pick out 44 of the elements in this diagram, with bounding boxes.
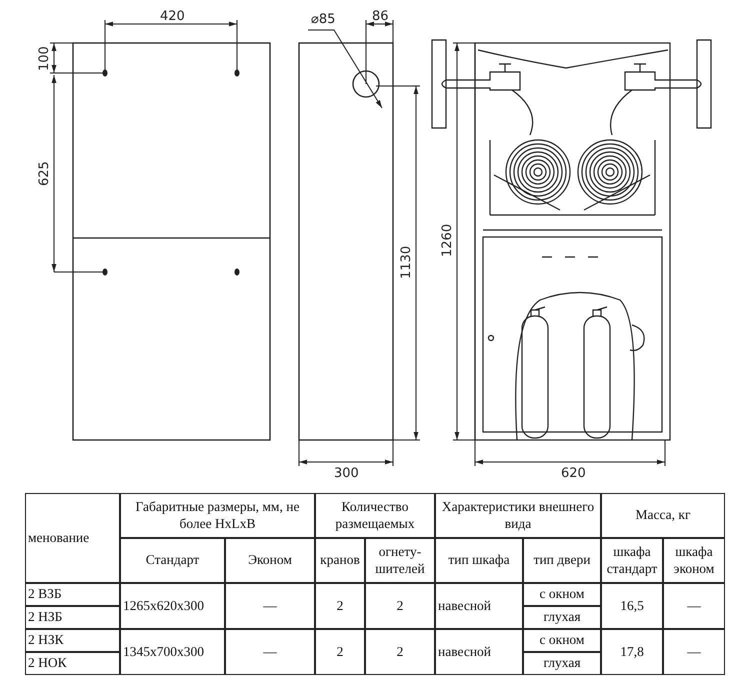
table-header-cell: Габаритные размеры, мм, не более HxLxB [120,493,315,538]
dimension-label: 620 [561,467,586,480]
dimension-label: 1130 [400,245,413,278]
dimension-label: 300 [334,467,359,480]
table-cell: — [663,629,725,675]
table-cell: 16,5 [601,583,663,629]
table-cell: с окном [523,629,601,652]
dimension-label: 86 [372,10,389,23]
table-cell: навесной [435,583,523,629]
table-header-cell: огнету- шителей [365,538,435,583]
table-cell: 2 [315,629,365,675]
table-cell: навесной [435,629,523,675]
table-cell: 1265x620x300 [120,583,225,629]
table-cell: 17,8 [601,629,663,675]
table-cell: 2 [365,629,435,675]
table-cell: 2 [315,583,365,629]
table-header-cell: шкафа эконом [663,538,725,583]
table-header-cell: менование [25,493,120,583]
table-header-cell: Масса, кг [601,493,725,538]
table-header-cell: Характеристики внешнего вида [435,493,601,538]
table-header-cell: Эконом [225,538,315,583]
dimension-label: ⌀85 [311,13,336,26]
dimension-label: 625 [38,160,51,186]
table-cell: 2 НЗБ [25,606,120,629]
table-cell: — [225,629,315,675]
table-cell: с окном [523,583,601,606]
table-header-cell: тип двери [523,538,601,583]
table-cell: глухая [523,652,601,675]
table-cell: 2 НЗК [25,629,120,652]
table-header-cell: Количество размещаемых [315,493,435,538]
table-cell: 2 [365,583,435,629]
table-header-cell: шкафа стандарт [601,538,663,583]
table-cell: — [663,583,725,629]
table-header-cell: кранов [315,538,365,583]
dimension-label: 420 [160,10,185,23]
table-header-cell: Стандарт [120,538,225,583]
table-header-cell: тип шкафа [435,538,523,583]
table-cell: глухая [523,606,601,629]
dimension-label: 100 [38,46,51,70]
dimension-label: 1260 [441,223,454,256]
table-cell: 1345x700x300 [120,629,225,675]
table-cell: — [225,583,315,629]
table-cell: 2 ВЗБ [25,583,120,606]
table-cell: 2 НОК [25,652,120,675]
